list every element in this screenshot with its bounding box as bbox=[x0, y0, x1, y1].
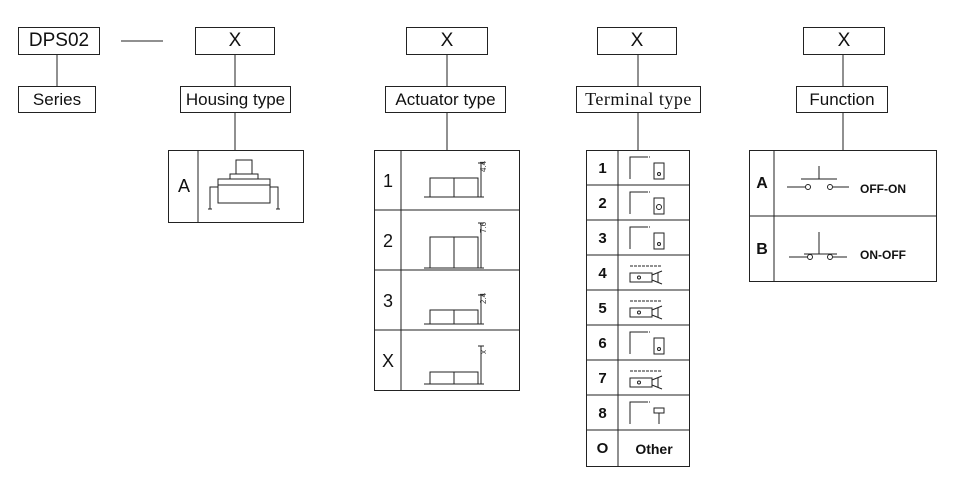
function-option-text: ON-OFF bbox=[860, 248, 906, 262]
terminal-label: Terminal type bbox=[576, 86, 701, 113]
actuator-table-grid: 4.4 7.6 2.4 bbox=[374, 150, 520, 391]
actuator-option-table: 4.4 7.6 2.4 bbox=[374, 150, 520, 391]
function-option-key: A bbox=[756, 175, 768, 192]
terminal-option-key: 2 bbox=[598, 195, 607, 212]
actuator-option-1-drawing: 4.4 bbox=[424, 160, 488, 198]
terminal-option-key: 5 bbox=[598, 300, 607, 317]
solder-lug-terminal-icon bbox=[629, 370, 663, 390]
terminal-table-grid bbox=[586, 150, 690, 467]
housing-outline-icon bbox=[208, 159, 280, 210]
housing-code-box: X bbox=[195, 27, 275, 55]
series-label: Series bbox=[18, 86, 96, 113]
housing-option-key: A bbox=[177, 176, 190, 196]
solder-lug-terminal-icon bbox=[629, 265, 663, 285]
actuator-dim-label: x bbox=[479, 350, 488, 354]
actuator-dim-label: 7.6 bbox=[479, 221, 488, 233]
actuator-option-key: 1 bbox=[382, 170, 393, 191]
normally-closed-switch-icon bbox=[789, 232, 847, 260]
solder-lug-terminal-icon bbox=[629, 300, 663, 320]
actuator-option-x-drawing: x bbox=[424, 345, 488, 385]
actuator-dim-label: 2.4 bbox=[479, 292, 488, 304]
actuator-option-key: X bbox=[381, 350, 394, 371]
actuator-option-2-drawing: 7.6 bbox=[424, 221, 488, 269]
housing-option-table: A bbox=[168, 150, 304, 223]
right-angle-terminal-icon bbox=[629, 331, 665, 355]
normally-open-switch-icon bbox=[787, 166, 849, 190]
function-label: Function bbox=[796, 86, 888, 113]
actuator-option-3-drawing: 2.4 bbox=[424, 292, 488, 325]
terminal-option-key: 6 bbox=[598, 335, 607, 352]
series-code-box: DPS02 bbox=[18, 27, 100, 55]
terminal-option-key: O bbox=[596, 440, 609, 457]
actuator-label: Actuator type bbox=[385, 86, 506, 113]
terminal-option-table: 1 2 3 4 5 6 7 8 O Other bbox=[586, 150, 690, 467]
terminal-option-key: 3 bbox=[598, 230, 607, 247]
terminal-option-key: 4 bbox=[598, 265, 607, 282]
function-code-box: X bbox=[803, 27, 885, 55]
actuator-code-box: X bbox=[406, 27, 488, 55]
function-option-table: A B OFF-ON ON-OFF bbox=[749, 150, 937, 282]
terminal-code-box: X bbox=[597, 27, 677, 55]
function-table-grid bbox=[749, 150, 937, 282]
housing-table-grid bbox=[197, 150, 199, 223]
function-option-text: OFF-ON bbox=[860, 182, 906, 196]
terminal-option-other-text: Other bbox=[635, 440, 673, 457]
actuator-option-key: 2 bbox=[382, 230, 393, 251]
housing-label: Housing type bbox=[180, 86, 291, 113]
terminal-option-key: 8 bbox=[598, 405, 607, 422]
right-angle-terminal-icon bbox=[629, 156, 665, 180]
right-angle-terminal-icon bbox=[629, 191, 665, 215]
terminal-option-key: 7 bbox=[598, 370, 607, 387]
terminal-option-key: 1 bbox=[598, 160, 607, 177]
actuator-dim-label: 4.4 bbox=[479, 160, 488, 172]
right-angle-terminal-icon bbox=[629, 226, 665, 250]
actuator-option-key: 3 bbox=[382, 290, 393, 311]
function-option-key: B bbox=[756, 241, 768, 258]
t-pin-terminal-icon bbox=[629, 401, 665, 424]
